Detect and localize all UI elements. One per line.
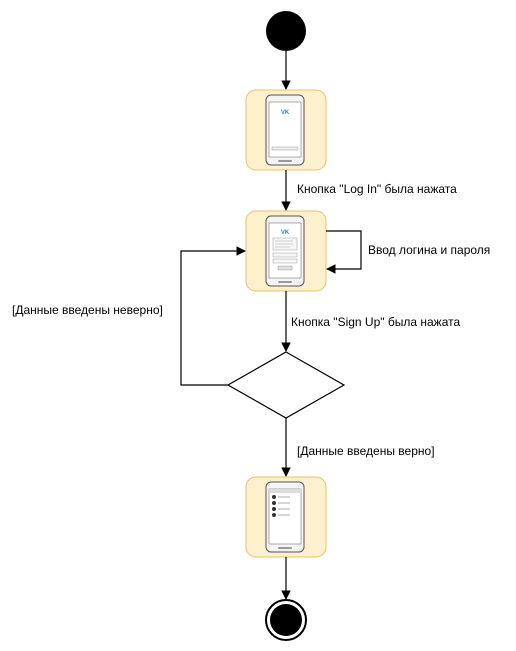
label-signup-pressed: Кнопка "Sign Up" была нажата (291, 315, 460, 329)
final-node (265, 599, 307, 641)
initial-node (266, 11, 306, 51)
activity-start-screen: VK (245, 89, 327, 171)
activity-main-screen (245, 476, 327, 558)
label-enter-credentials: Ввод логина и пароля (368, 243, 490, 257)
edge-enter-credentials-loop (326, 230, 362, 274)
edge-invalid-back-to-form (180, 246, 246, 386)
phone-icon: VK (265, 94, 305, 166)
login-screen-logo: VK (281, 230, 290, 236)
label-login-pressed: Кнопка "Log In" была нажата (297, 182, 457, 196)
decision-node (226, 351, 346, 419)
phone-icon (265, 481, 305, 553)
contact-list (272, 495, 290, 517)
start-screen-logo: VK (281, 110, 290, 116)
phone-icon: VK (265, 215, 305, 287)
label-valid-data: [Данные введены верно] (297, 444, 435, 458)
label-invalid-data: [Данные введены неверно] (12, 303, 163, 317)
activity-login-form: VK (245, 210, 327, 292)
